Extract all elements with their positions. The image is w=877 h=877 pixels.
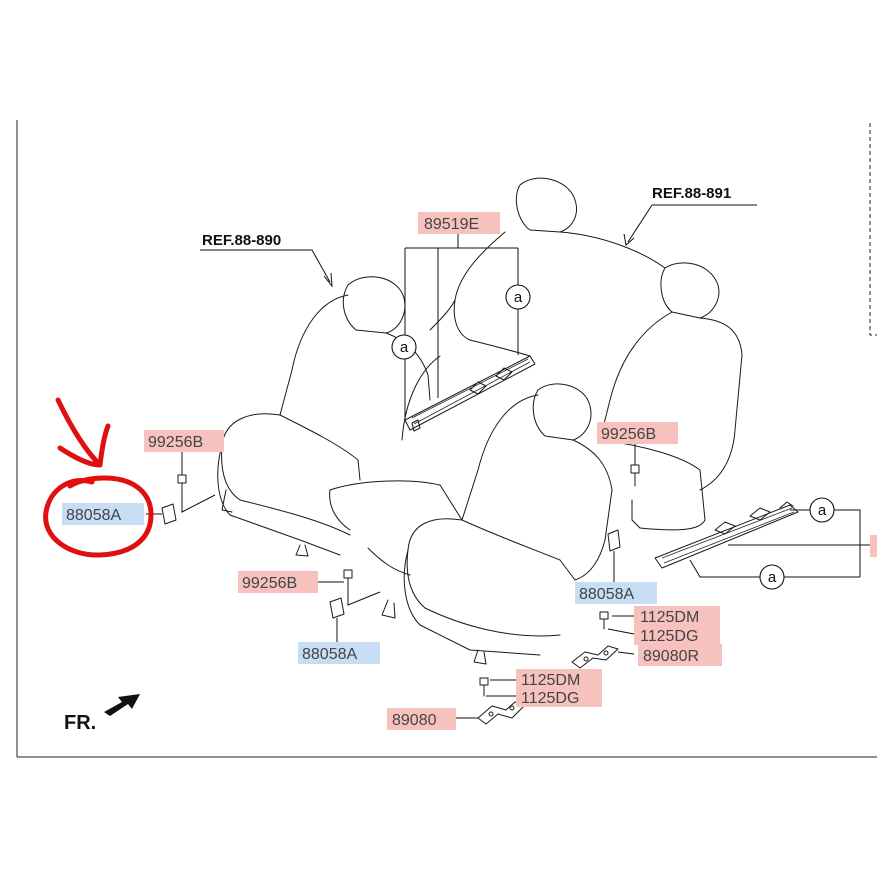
- leader-lines: [146, 204, 877, 719]
- red-annotation-circle: [43, 397, 154, 558]
- svg-text:REF.88-890: REF.88-890: [202, 232, 281, 249]
- part-label-1125DM-right: 1125DM: [634, 606, 720, 626]
- svg-text:REF.88-891: REF.88-891: [652, 185, 731, 202]
- part-label-1125DG-bottom: 1125DG: [516, 687, 602, 707]
- callout-a-rail-top: a: [809, 497, 835, 523]
- ref-label-left-seat: REF.88-890: [202, 232, 281, 249]
- front-arrow-icon: [104, 694, 140, 716]
- part-label-88058A-mid: 88058A: [298, 642, 380, 664]
- bolt-1125DM-right: [599, 611, 609, 630]
- part-label-89080: 89080: [387, 708, 456, 730]
- svg-text:88058A: 88058A: [66, 507, 121, 524]
- svg-text:a: a: [400, 339, 409, 356]
- svg-text:1125DG: 1125DG: [521, 690, 579, 707]
- svg-text:a: a: [818, 502, 827, 519]
- svg-text:99256B: 99256B: [601, 426, 656, 443]
- svg-text:1125DM: 1125DM: [640, 609, 699, 626]
- cover-88058A-mid: [329, 597, 345, 619]
- svg-text:88058A: 88058A: [579, 586, 634, 603]
- ref-label-right-seat: REF.88-891: [652, 185, 731, 202]
- part-label-1125DM-bottom: 1125DM: [516, 669, 602, 689]
- part-label-99256B-right: 99256B: [597, 422, 678, 444]
- part-label-88058A-left: 88058A: [62, 503, 144, 525]
- svg-text:89080R: 89080R: [643, 648, 699, 665]
- svg-text:89519E: 89519E: [424, 216, 479, 233]
- left-front-seat: [217, 276, 431, 557]
- bolt-99256B-right: [630, 464, 640, 487]
- part-label-89519E: 89519E: [418, 212, 500, 234]
- svg-text:99256B: 99256B: [148, 434, 203, 451]
- bracket-89080R: [571, 645, 619, 669]
- svg-text:FR.: FR.: [64, 712, 96, 734]
- bolt-1125DM-bottom: [479, 677, 489, 697]
- svg-text:a: a: [514, 289, 523, 306]
- svg-text:1125DM: 1125DM: [521, 672, 580, 689]
- center-seat-rail: [404, 355, 536, 432]
- part-label-88058A-right: 88058A: [575, 582, 657, 604]
- part-label-edge-clipped: [870, 535, 877, 557]
- callout-a-rail-bottom: a: [759, 564, 785, 590]
- callout-a-center-left: a: [391, 334, 417, 360]
- callout-a-center-right: a: [505, 284, 531, 310]
- svg-text:88058A: 88058A: [302, 646, 357, 663]
- svg-text:99256B: 99256B: [242, 575, 297, 592]
- part-label-1125DG-right: 1125DG: [634, 625, 720, 645]
- frame-right-dashed-border: [869, 123, 877, 336]
- bolt-99256B-left: [177, 474, 187, 496]
- front-direction-indicator: FR.: [64, 694, 140, 734]
- svg-text:1125DG: 1125DG: [640, 628, 698, 645]
- right-seat-rail: [654, 501, 799, 569]
- cover-88058A-right: [607, 529, 621, 552]
- svg-text:89080: 89080: [392, 712, 437, 729]
- bolt-99256B-mid: [343, 569, 353, 591]
- part-label-99256B-mid: 99256B: [238, 571, 318, 593]
- part-label-99256B-left: 99256B: [144, 430, 224, 452]
- right-front-seat: [329, 355, 613, 665]
- svg-text:a: a: [768, 569, 777, 586]
- cover-88058A-left: [161, 503, 177, 525]
- rear-seat-assembly: [429, 177, 743, 531]
- part-label-89080R: 89080R: [638, 644, 722, 666]
